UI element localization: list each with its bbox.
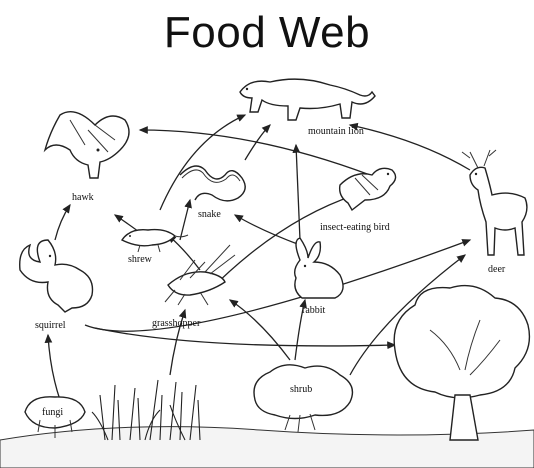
label-shrub: shrub <box>290 384 312 395</box>
grasshopper-figure <box>165 245 235 305</box>
label-insect-eating-bird: insect-eating bird <box>320 222 390 233</box>
mountain-lion-figure <box>240 79 375 120</box>
rabbit-figure <box>295 238 343 298</box>
label-shrew: shrew <box>128 254 153 265</box>
shrub-figure <box>254 365 352 432</box>
label-hawk: hawk <box>72 192 94 203</box>
deer-figure <box>462 150 527 255</box>
label-snake: snake <box>198 209 221 220</box>
hawk-figure <box>45 112 129 178</box>
label-squirrel: squirrel <box>35 320 66 331</box>
label-grasshopper: grasshopper <box>152 318 201 329</box>
shrew-figure <box>122 230 188 252</box>
insect-eating-bird-figure <box>340 168 396 210</box>
label-fungi: fungi <box>42 407 63 418</box>
label-deer: deer <box>488 264 506 275</box>
squirrel-figure <box>20 240 93 312</box>
label-rabbit: rabbit <box>302 305 326 316</box>
tree-figure <box>394 286 529 440</box>
label-mountain-lion: mountain lion <box>308 126 364 137</box>
snake-figure <box>180 166 245 201</box>
